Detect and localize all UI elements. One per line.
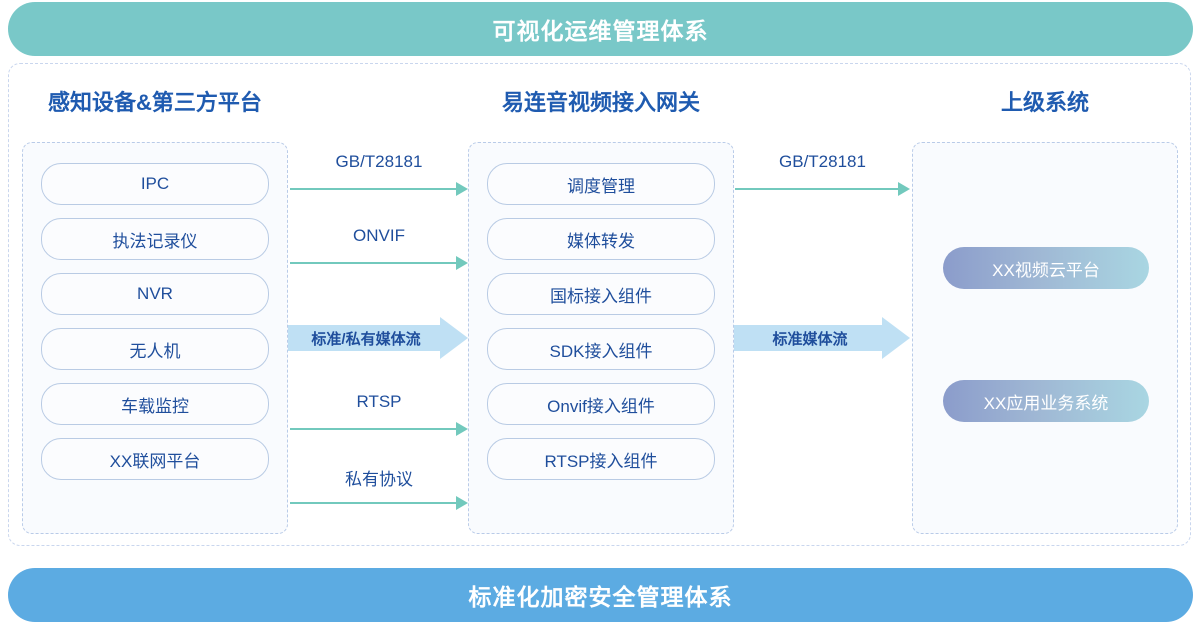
- connector-arrow-onvif: [290, 252, 468, 274]
- arrow-line: [290, 428, 457, 430]
- arrow-head-icon: [456, 496, 468, 510]
- connector-label-standard-media-stream: 标准媒体流: [772, 330, 848, 348]
- column-title-middle: 易连音视频接入网关: [501, 90, 700, 115]
- node-drone[interactable]: 无人机: [41, 328, 269, 370]
- panel-upper-system: XX视频云平台 XX应用业务系统: [912, 142, 1178, 534]
- connector-label-standard-private-media-stream: 标准/私有媒体流: [311, 330, 421, 348]
- connector-label-gbt28181-right: GB/T28181: [779, 152, 866, 171]
- connector-arrow-standard-private-media-stream: 标准/私有媒体流: [288, 317, 468, 359]
- connector-arrow-gbt28181-right: [735, 178, 910, 200]
- top-banner-label: 可视化运维管理体系: [492, 18, 709, 44]
- top-banner: 可视化运维管理体系: [8, 2, 1193, 56]
- node-sdk-access-component[interactable]: SDK接入组件: [487, 328, 715, 370]
- connector-label-rtsp: RTSP: [356, 392, 402, 411]
- arrow-line: [735, 188, 899, 190]
- node-gb-access-component[interactable]: 国标接入组件: [487, 273, 715, 315]
- arrow-head-icon: [456, 256, 468, 270]
- connector-arrow-private-protocol: [290, 492, 468, 514]
- connector-label-onvif: ONVIF: [353, 226, 405, 245]
- connector-arrow-rtsp: [290, 418, 468, 440]
- node-xx-video-cloud-platform[interactable]: XX视频云平台: [943, 247, 1149, 289]
- node-dispatch-management[interactable]: 调度管理: [487, 163, 715, 205]
- arrow-line: [290, 502, 457, 504]
- connector-arrow-standard-media-stream: 标准媒体流: [734, 317, 910, 359]
- connector-label-private-protocol: 私有协议: [345, 470, 413, 489]
- column-title-right: 上级系统: [1000, 90, 1089, 115]
- panel-sensing-devices: IPC 执法记录仪 NVR 无人机 车载监控 XX联网平台: [22, 142, 288, 534]
- connector-label-gbt28181-left: GB/T28181: [335, 152, 423, 171]
- node-nvr[interactable]: NVR: [41, 273, 269, 315]
- arrow-head-icon: [440, 317, 468, 359]
- arrow-body: [288, 325, 440, 351]
- panel-left-list: IPC 执法记录仪 NVR 无人机 车载监控 XX联网平台: [23, 143, 287, 500]
- bottom-banner: 标准化加密安全管理体系: [8, 568, 1193, 622]
- column-title-left: 感知设备&第三方平台: [48, 90, 262, 115]
- panel-middle-list: 调度管理 媒体转发 国标接入组件 SDK接入组件 Onvif接入组件 RTSP接…: [469, 143, 733, 500]
- arrow-body: [734, 325, 882, 351]
- panel-video-access-gateway: 调度管理 媒体转发 国标接入组件 SDK接入组件 Onvif接入组件 RTSP接…: [468, 142, 734, 534]
- node-xx-network-platform[interactable]: XX联网平台: [41, 438, 269, 480]
- arrow-line: [290, 188, 457, 190]
- arrow-head-icon: [882, 317, 910, 359]
- arrow-head-icon: [456, 182, 468, 196]
- node-law-enforcement-recorder[interactable]: 执法记录仪: [41, 218, 269, 260]
- arrow-line: [290, 262, 457, 264]
- node-ipc[interactable]: IPC: [41, 163, 269, 205]
- arrow-head-icon: [898, 182, 910, 196]
- node-vehicle-monitoring[interactable]: 车载监控: [41, 383, 269, 425]
- node-xx-application-business-system[interactable]: XX应用业务系统: [943, 380, 1149, 422]
- node-media-forwarding[interactable]: 媒体转发: [487, 218, 715, 260]
- arrow-head-icon: [456, 422, 468, 436]
- node-rtsp-access-component[interactable]: RTSP接入组件: [487, 438, 715, 480]
- connector-arrow-gbt28181-left: [290, 178, 468, 200]
- node-onvif-access-component[interactable]: Onvif接入组件: [487, 383, 715, 425]
- bottom-banner-label: 标准化加密安全管理体系: [468, 584, 733, 610]
